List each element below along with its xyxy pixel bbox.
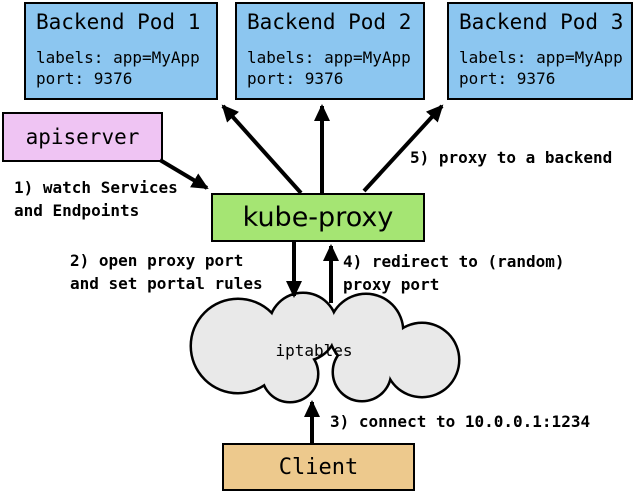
backend-pod-3-title: Backend Pod 3 xyxy=(459,10,624,34)
client-box: Client xyxy=(222,443,415,491)
backend-pod-3-labels: labels: app=MyApp xyxy=(459,48,623,67)
apiserver-label: apiserver xyxy=(25,125,140,149)
apiserver-box: apiserver xyxy=(2,112,163,162)
arrow-kube-proxy-to-pod1 xyxy=(221,104,303,195)
annotation-step2-open-proxy-port: 2) open proxy port and set portal rules xyxy=(70,251,263,293)
backend-pod-2-port: port: 9376 xyxy=(247,69,344,88)
backend-pod-3-port: port: 9376 xyxy=(459,69,556,88)
backend-pod-2-title: Backend Pod 2 xyxy=(247,10,412,34)
iptables-label: iptables xyxy=(275,341,353,360)
annotation-step1-watch-services: 1) watch Services and Endpoints xyxy=(14,178,178,220)
annotation-step3-connect: 3) connect to 10.0.0.1:1234 xyxy=(330,412,591,431)
client-label: Client xyxy=(278,454,359,480)
kube-proxy-label: kube-proxy xyxy=(242,202,394,233)
annotation-step4-redirect: 4) redirect to (random) proxy port xyxy=(343,252,565,294)
kube-proxy-box: kube-proxy xyxy=(211,193,425,242)
backend-pod-1-labels: labels: app=MyApp xyxy=(36,48,200,67)
backend-pod-3-box: Backend Pod 3 labels: app=MyApp port: 93… xyxy=(447,2,633,100)
backend-pod-1-title: Backend Pod 1 xyxy=(36,10,201,34)
backend-pod-2-labels: labels: app=MyApp xyxy=(247,48,411,67)
annotation-step5-proxy-to-backend: 5) proxy to a backend xyxy=(410,148,613,167)
backend-pod-1-port: port: 9376 xyxy=(36,69,133,88)
backend-pod-1-box: Backend Pod 1 labels: app=MyApp port: 93… xyxy=(24,2,218,100)
backend-pod-2-box: Backend Pod 2 labels: app=MyApp port: 93… xyxy=(235,2,425,100)
